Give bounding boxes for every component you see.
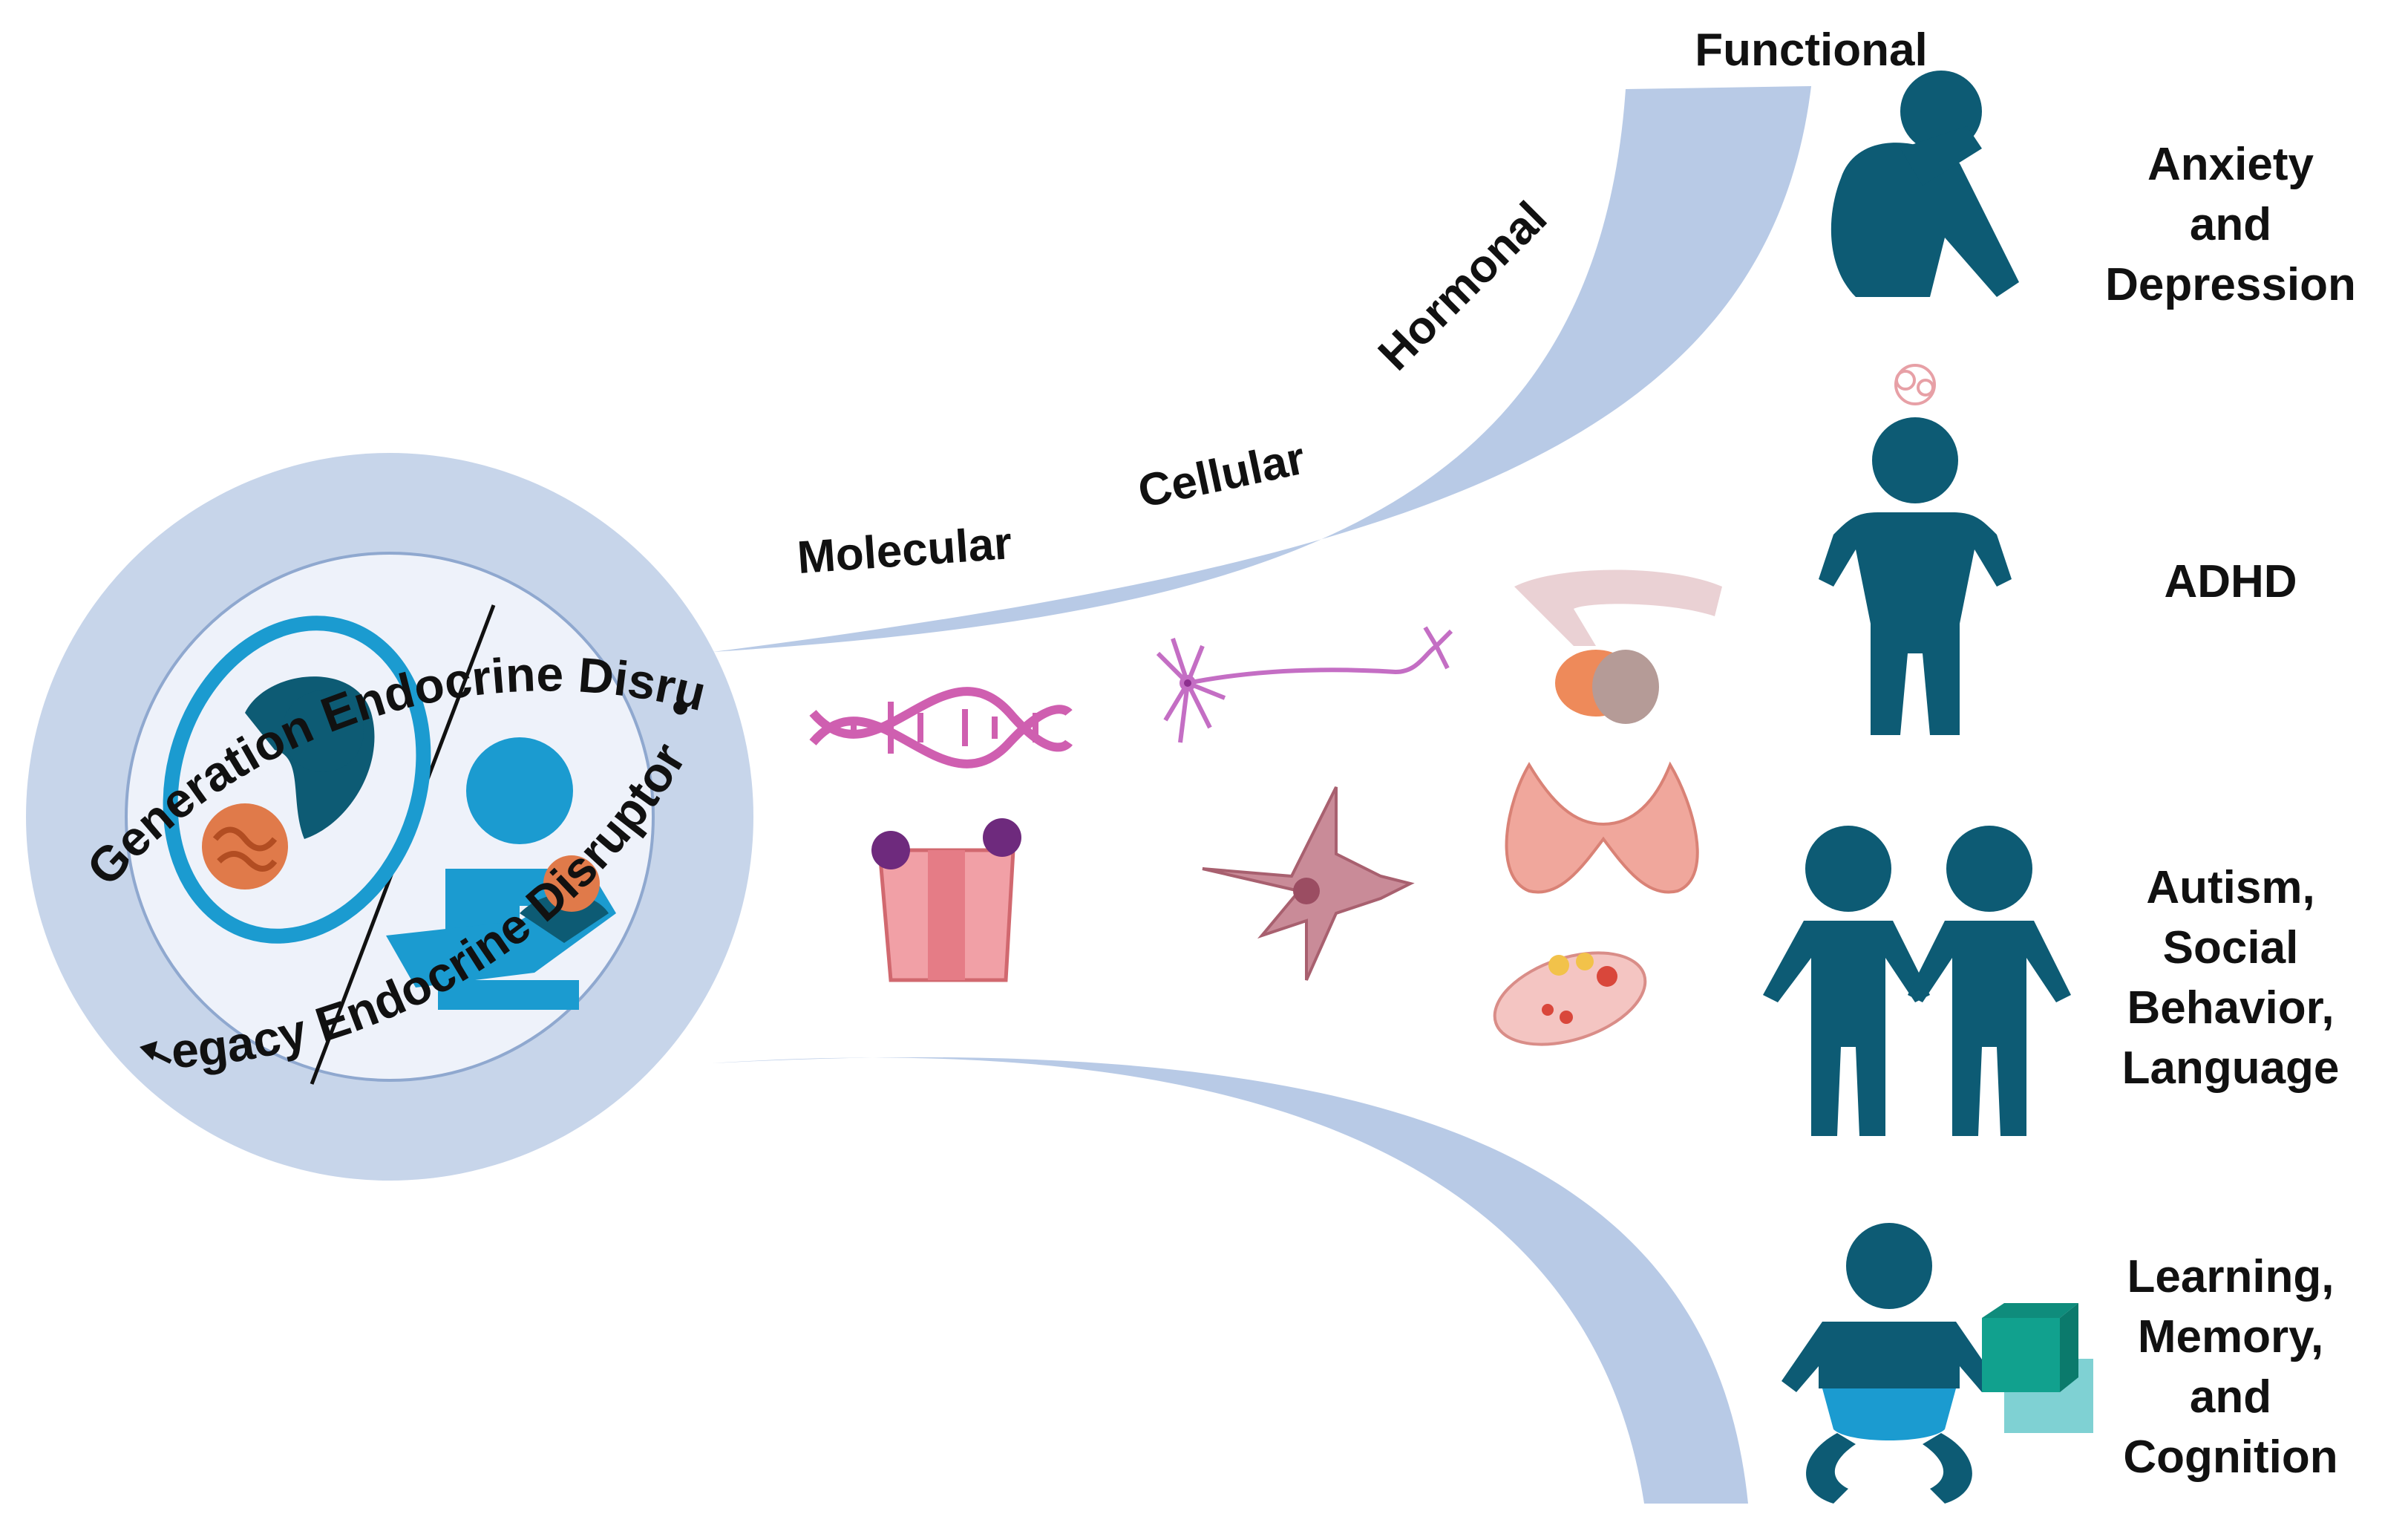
outcome-line: Cognition bbox=[2123, 1432, 2337, 1483]
outcome-line: Social bbox=[2163, 922, 2299, 973]
ovary-icon bbox=[1493, 951, 1647, 1046]
outcome-line: and bbox=[2190, 199, 2271, 250]
neuron-icon bbox=[1156, 626, 1453, 743]
funnel-upper-band bbox=[713, 86, 1811, 652]
level-label-functional: Functional bbox=[1695, 25, 1927, 76]
two-children-icon bbox=[1763, 826, 2071, 1136]
exposure-circle: New Generation Endocrine Disruptors Lega… bbox=[0, 0, 753, 1181]
arc-arrow-icon bbox=[140, 1041, 172, 1064]
baby-figure-icon bbox=[1782, 1223, 1997, 1504]
arc-separator-dot: • bbox=[672, 679, 689, 734]
thyroid-icon bbox=[1505, 761, 1699, 894]
parent-child-icon bbox=[386, 737, 616, 1010]
outcome-line: Learning, bbox=[2127, 1251, 2334, 1302]
pituitary-icon bbox=[1514, 569, 1722, 724]
outcome-line: Language bbox=[2122, 1042, 2340, 1094]
ion-channel-icon bbox=[871, 818, 1021, 982]
building-blocks-icon bbox=[1982, 1303, 2093, 1433]
outcome-line: Anxiety bbox=[2147, 139, 2314, 190]
level-label-hormonal: Hormonal bbox=[1369, 192, 1557, 380]
dna-icon bbox=[809, 687, 1073, 768]
outcome-line: Depression bbox=[2105, 259, 2356, 310]
level-label-cellular: Cellular bbox=[1133, 433, 1309, 518]
funnel-lower-band bbox=[713, 1057, 1748, 1504]
astrocyte-icon bbox=[1202, 786, 1415, 981]
outcome-line: ADHD bbox=[2164, 556, 2297, 607]
outcome-adhd: ADHD bbox=[2164, 556, 2297, 607]
outcome-line: Autism, bbox=[2146, 862, 2314, 913]
anxious-figure-icon bbox=[1830, 71, 2019, 297]
outcome-autism-social-language: Autism, Social Behavior, Language bbox=[2122, 862, 2340, 1094]
outcome-line: Memory, bbox=[2138, 1311, 2323, 1362]
pregnancy-fetus-icon bbox=[163, 616, 431, 944]
child-figure-icon bbox=[1819, 417, 2012, 735]
outcome-learning-memory-cognition: Learning, Memory, and Cognition bbox=[2123, 1251, 2337, 1483]
outcome-line: and bbox=[2190, 1371, 2271, 1423]
outcome-line: Behavior, bbox=[2127, 982, 2334, 1034]
outcome-anxiety-depression: Anxiety and Depression bbox=[2105, 139, 2356, 310]
confused-thought-icon bbox=[1894, 364, 1936, 405]
level-label-molecular: Molecular bbox=[796, 518, 1014, 584]
